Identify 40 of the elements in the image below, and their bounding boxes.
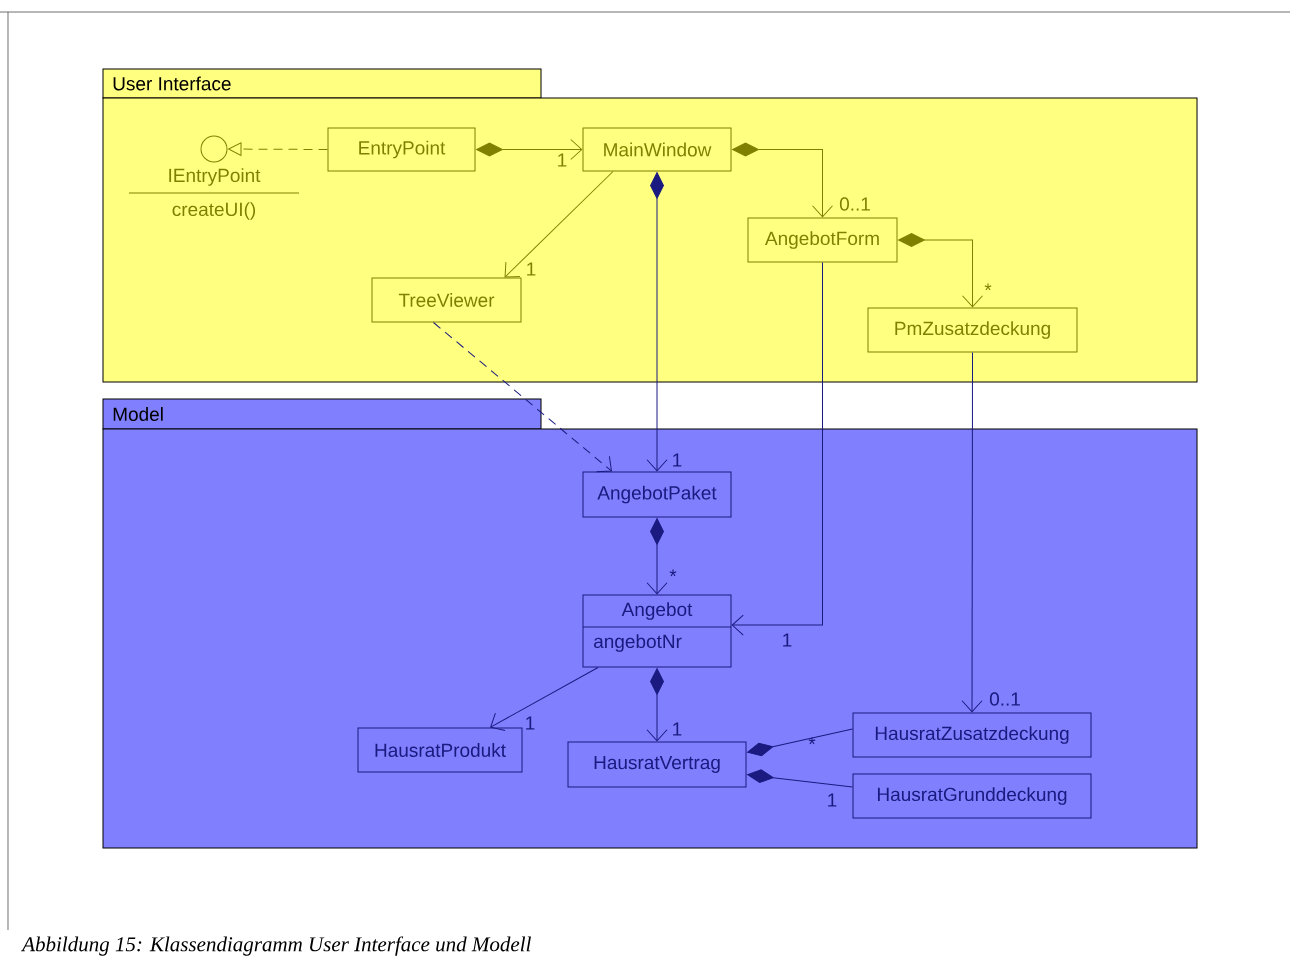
class-box: HausratGrunddeckung — [852, 773, 1092, 819]
multiplicity-label: 0..1 — [839, 197, 870, 211]
multiplicity-label: * — [984, 283, 992, 291]
node-label: User Interface — [113, 76, 231, 91]
class-box: HausratZusatzdeckung — [852, 712, 1092, 758]
association-arrow — [961, 352, 983, 713]
class-box: HausratVertrag — [567, 741, 747, 788]
composition-arrow — [747, 728, 853, 757]
node-label: Model — [113, 407, 163, 421]
composition-arrow — [747, 769, 853, 788]
multiplicity-label: 1 — [558, 153, 567, 167]
class-box: PmZusatzdeckung — [867, 307, 1078, 353]
realization-arrow — [228, 142, 328, 156]
class-box: AngebotForm — [747, 217, 898, 263]
multiplicity-label: 1 — [673, 722, 682, 736]
composition-arrow — [646, 668, 668, 742]
multiplicity-label: 1 — [527, 262, 536, 276]
multiplicity-label: 1 — [828, 793, 837, 807]
multiplicity-label: * — [669, 569, 677, 577]
class-box: TreeViewer — [371, 277, 522, 323]
caption: Abbildung 15: Klassendiagramm User Interface und Modell — [21, 936, 531, 956]
class-box: Angebot angebotNr — [582, 594, 732, 668]
association-arrow — [731, 262, 823, 636]
multiplicity-label: 1 — [526, 716, 535, 730]
multiplicity-label: 1 — [673, 453, 682, 467]
composition-arrow — [476, 139, 583, 160]
class-box: EntryPoint — [327, 127, 476, 172]
multiplicity-label: * — [808, 737, 816, 745]
association-arrow — [490, 667, 599, 732]
class-box: MainWindow — [582, 127, 732, 172]
composition-arrow — [898, 233, 983, 308]
multiplicity-label: 0..1 — [989, 692, 1020, 706]
association-arrow — [504, 171, 614, 278]
composition-arrow — [732, 142, 833, 218]
dependency-arrow — [433, 322, 612, 473]
class-box: HausratProdukt — [357, 727, 523, 773]
class-box: AngebotPaket — [582, 471, 732, 518]
multiplicity-label: 1 — [783, 633, 792, 647]
composition-arrow — [646, 172, 668, 472]
composition-arrow — [646, 518, 668, 595]
